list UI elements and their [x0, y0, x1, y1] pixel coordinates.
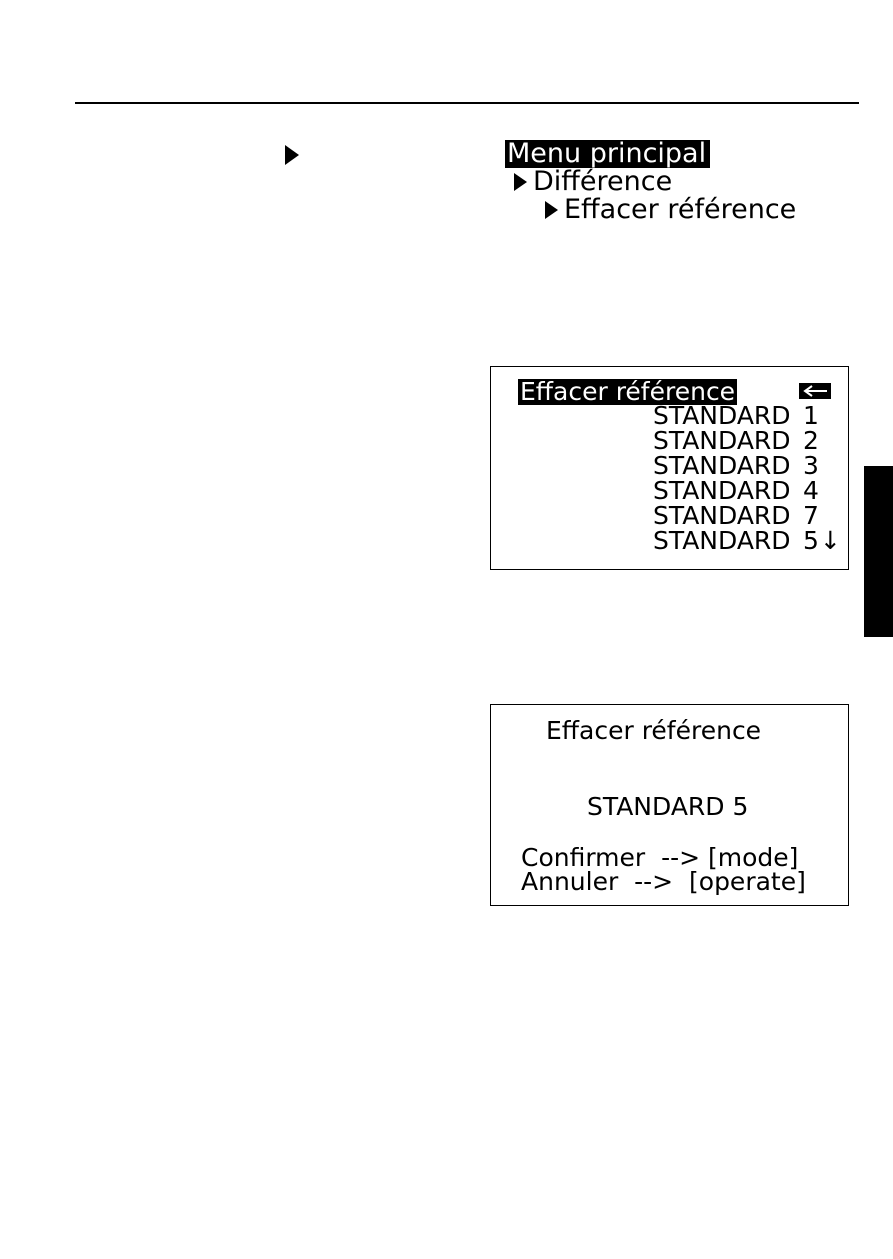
triangle-right-icon	[514, 173, 527, 191]
reference-number: 2	[803, 428, 819, 453]
reference-number: 7	[803, 503, 819, 528]
screen-title: Effacer référence	[546, 718, 761, 743]
header-rule	[75, 102, 859, 104]
reference-number: 4	[803, 478, 819, 503]
down-arrow-icon: ↓	[820, 528, 841, 553]
reference-name: STANDARD	[653, 478, 803, 503]
reference-name: STANDARD	[653, 403, 803, 428]
menu-level1-line: Différence	[505, 168, 865, 196]
triangle-right-icon	[545, 201, 558, 219]
menu-level2-line: Effacer référence	[505, 196, 865, 224]
menu-level1-label: Différence	[533, 166, 672, 197]
reference-name: STANDARD	[653, 453, 803, 478]
menu-level2-label: Effacer référence	[564, 194, 796, 225]
back-arrow-icon[interactable]	[799, 383, 831, 399]
reference-name: STANDARD	[653, 503, 803, 528]
reference-name: STANDARD	[653, 428, 803, 453]
cancel-instruction: Annuler --> [operate]	[521, 869, 806, 894]
reference-name: STANDARD	[653, 528, 803, 553]
section-tab-marker	[864, 466, 893, 637]
reference-number: 5	[803, 528, 819, 553]
step-marker-icon	[285, 145, 299, 165]
menu-root-line: Menu principal	[505, 140, 865, 168]
selected-reference: STANDARD 5	[587, 794, 748, 819]
menu-root-label: Menu principal	[505, 140, 710, 168]
menu-breadcrumb: Menu principal Différence Effacer référe…	[505, 140, 865, 224]
reference-number: 3	[803, 453, 819, 478]
reference-number: 1	[803, 403, 819, 428]
confirm-delete-screen: Effacer référence STANDARD 5 Confirmer -…	[490, 704, 849, 906]
